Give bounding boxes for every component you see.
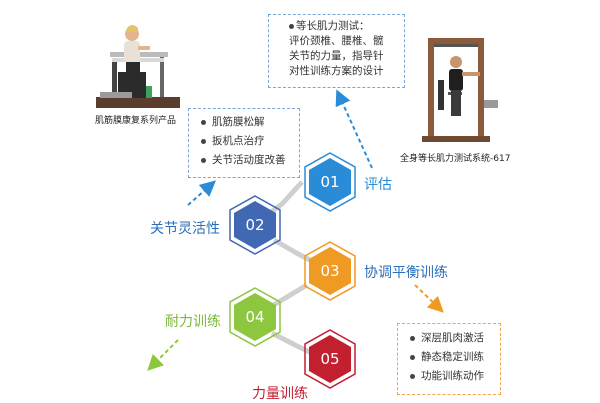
stage-02-number: 02 <box>245 216 265 234</box>
test-system-image <box>422 38 498 142</box>
hexagon-05 <box>304 329 356 389</box>
dot-icon <box>289 23 294 29</box>
hexagon-04 <box>229 287 281 347</box>
stage-05-number: 05 <box>320 350 340 368</box>
stage-01-number: 01 <box>320 173 340 191</box>
mobility-item: 关节活动度改善 <box>201 151 299 170</box>
stage-05-label: 力量训练 <box>252 386 308 402</box>
assessment-line-1: 等长肌力测试： <box>289 19 404 34</box>
stage-02-label: 关节灵活性 <box>150 221 220 237</box>
assessment-line-4: 对性训练方案的设计 <box>289 65 384 77</box>
hexagon-01 <box>304 152 356 212</box>
hexagon-02 <box>229 195 281 255</box>
coordination-item: 功能训练动作 <box>410 367 500 386</box>
left-product-caption: 肌筋膜康复系列产品 <box>95 116 177 126</box>
dashed-arrow-icon <box>187 180 217 206</box>
stage-03-label: 协调平衡训练 <box>364 265 448 281</box>
dot-icon <box>410 335 415 341</box>
dashed-arrow-icon <box>335 89 373 169</box>
dot-icon <box>410 354 415 360</box>
dot-icon <box>410 373 415 379</box>
assessment-line-2: 评价颈椎、腰椎、髋 <box>289 35 384 47</box>
dot-icon <box>201 157 206 163</box>
hexagon-03 <box>304 241 356 301</box>
stage-04-label: 耐力训练 <box>165 314 221 330</box>
stage-04-number: 04 <box>245 308 265 326</box>
dot-icon <box>201 119 206 125</box>
mobility-item: 扳机点治疗 <box>201 132 299 151</box>
dashed-arrow-icon <box>414 284 444 313</box>
stage-03-number: 03 <box>320 262 340 280</box>
dashed-arrow-icon <box>147 339 179 371</box>
assessment-line-3: 关节的力量，指导针 <box>289 50 384 62</box>
coordination-item: 静态稳定训练 <box>410 348 500 367</box>
right-product-caption: 全身等长肌力测试系统-617 <box>400 154 511 164</box>
dot-icon <box>201 138 206 144</box>
mobility-item: 肌筋膜松解 <box>201 113 299 132</box>
coordination-item: 深层肌肉激活 <box>410 329 500 348</box>
rehab-frame-image <box>96 25 180 108</box>
mobility-callout: 肌筋膜松解 扳机点治疗 关节活动度改善 <box>188 108 300 178</box>
assessment-callout: 等长肌力测试： 评价颈椎、腰椎、髋 关节的力量，指导针 对性训练方案的设计 <box>268 14 405 88</box>
stage-01-label: 评估 <box>364 177 392 193</box>
coordination-callout: 深层肌肉激活 静态稳定训练 功能训练动作 <box>397 323 501 395</box>
